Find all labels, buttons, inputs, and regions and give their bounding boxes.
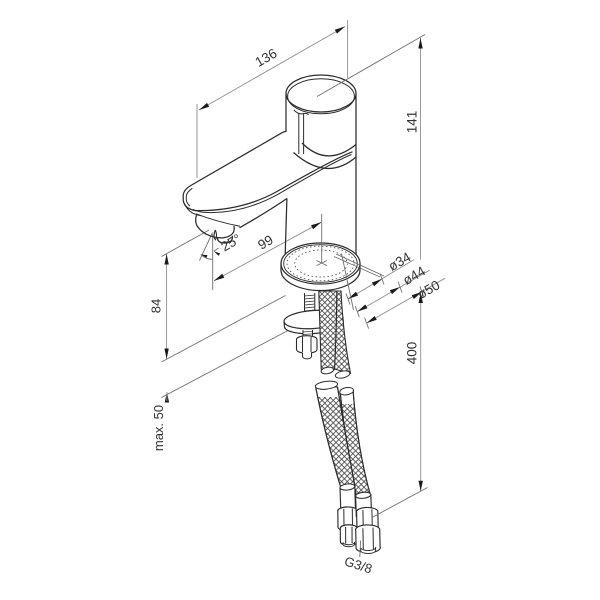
svg-text:G3/8: G3/8 [343, 554, 374, 577]
svg-text:max. 50: max. 50 [151, 405, 166, 451]
svg-text:99: 99 [255, 232, 276, 253]
svg-text:400: 400 [405, 342, 420, 365]
svg-text:84: 84 [148, 299, 163, 313]
svg-text:141: 141 [405, 111, 420, 134]
